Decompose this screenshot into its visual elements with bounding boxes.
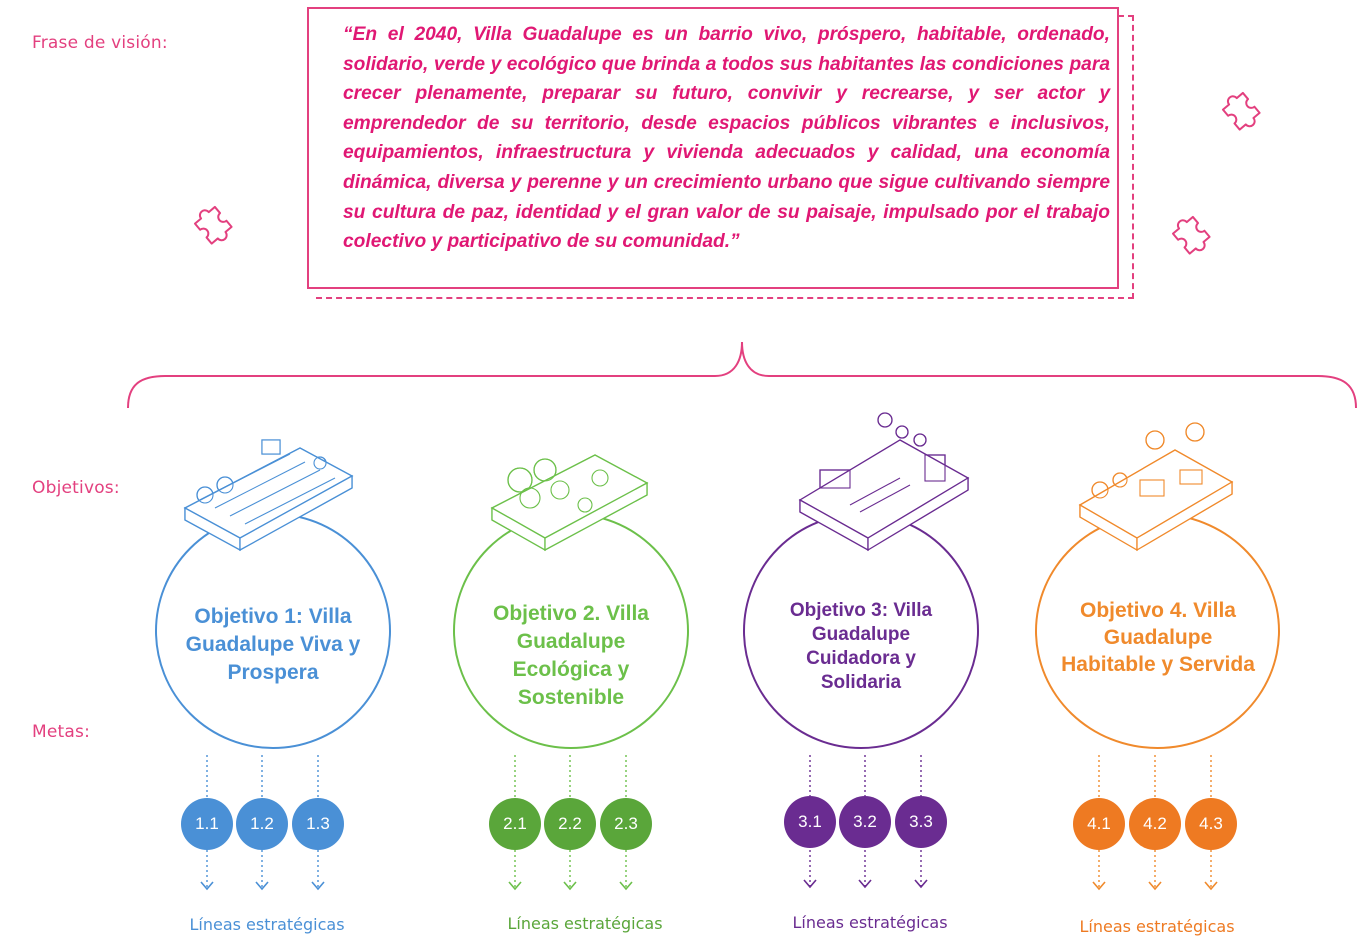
goals-label: Metas: <box>32 722 90 742</box>
objective-1-title: Objetivo 1: Villa Guadalupe Viva y Prosp… <box>185 605 361 684</box>
grouping-brace <box>127 341 1357 409</box>
strategic-lines-label-3: Líneas estratégicas <box>792 913 948 932</box>
goal-4-2: 4.2 <box>1129 798 1181 850</box>
goal-2-1: 2.1 <box>489 798 541 850</box>
goal-1-1: 1.1 <box>181 798 233 850</box>
goal-1-2: 1.2 <box>236 798 288 850</box>
objective-3-circle <box>743 513 979 749</box>
goal-3-3: 3.3 <box>895 796 947 848</box>
goal-3-1: 3.1 <box>784 796 836 848</box>
vision-box <box>307 7 1119 289</box>
goal-4-1: 4.1 <box>1073 798 1125 850</box>
objectives-label: Objetivos: <box>32 478 120 498</box>
goal-2-2: 2.2 <box>544 798 596 850</box>
vision-label: Frase de visión: <box>32 33 168 53</box>
goal-2-3: 2.3 <box>600 798 652 850</box>
strategic-lines-label-1: Líneas estratégicas <box>189 915 345 934</box>
goal-3-2: 3.2 <box>839 796 891 848</box>
goal-4-3: 4.3 <box>1185 798 1237 850</box>
strategic-lines-label-4: Líneas estratégicas <box>1079 917 1235 936</box>
objective-1-circle <box>155 513 391 749</box>
vision-statement: “En el 2040, Villa Guadalupe es un barri… <box>343 24 1110 253</box>
goal-1-3: 1.3 <box>292 798 344 850</box>
objective-4-title: Objetivo 4. Villa Guadalupe Habitable y … <box>1061 599 1255 676</box>
objective-3-title: Objetivo 3: Villa Guadalupe Cuidadora y … <box>789 600 933 693</box>
objective-2-title: Objetivo 2. Villa Guadalupe Ecológica y … <box>492 602 649 709</box>
objective-2-circle <box>453 513 689 749</box>
strategic-lines-label-2: Líneas estratégicas <box>507 914 663 933</box>
